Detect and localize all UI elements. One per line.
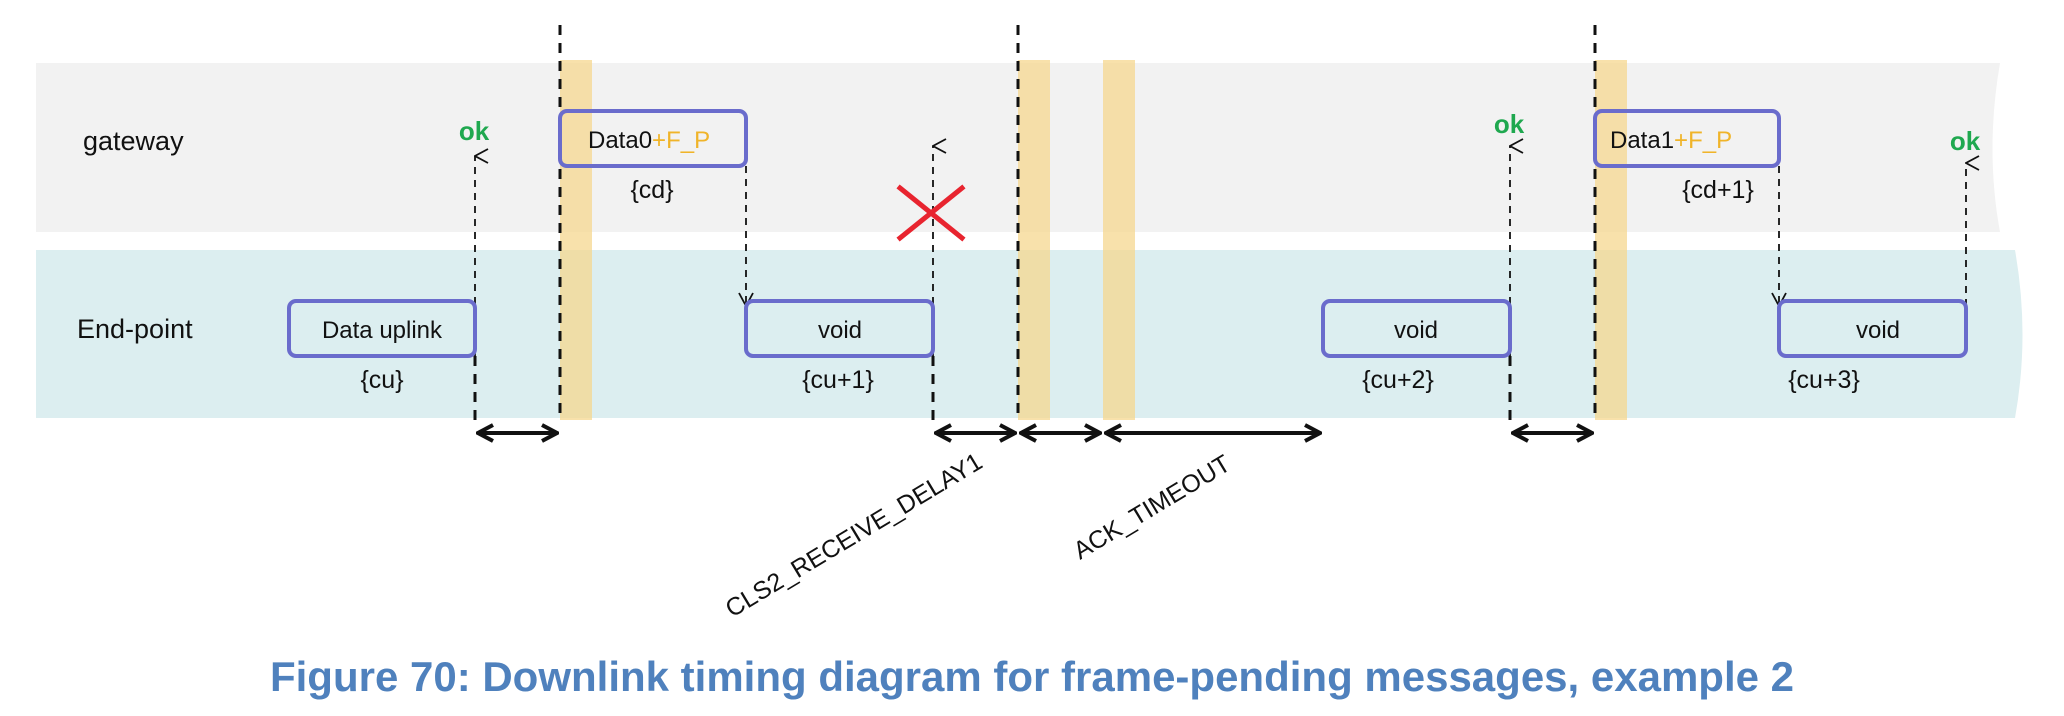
highlight-bar <box>1103 60 1135 420</box>
endpoint-message-counter: {cu} <box>360 366 403 394</box>
endpoint-message-counter: {cu+2} <box>1362 366 1434 394</box>
message-arrows <box>475 146 1966 356</box>
gateway-message-box <box>558 109 748 168</box>
gateway-message-box <box>1593 109 1781 168</box>
gateway-message-counter: {cd+1} <box>1682 176 1754 204</box>
endpoint-message-box <box>744 299 935 358</box>
figure-caption: Figure 70: Downlink timing diagram for f… <box>270 653 1794 700</box>
highlight-bar <box>1595 60 1627 420</box>
endpoint-message-label: void <box>818 317 862 344</box>
ok-label: ok <box>1494 109 1525 139</box>
endpoint-message-box <box>287 299 477 358</box>
lost-frame-cross-icon <box>896 184 966 242</box>
endpoint-message-counter: {cu+1} <box>802 366 874 394</box>
highlight-bars <box>560 60 1627 420</box>
endpoint-message-counter: {cu+3} <box>1788 366 1860 394</box>
window-separators <box>558 25 1597 420</box>
endpoint-message-box <box>1321 299 1512 358</box>
gateway-message-label: Data0+F_P <box>588 127 710 154</box>
endpoint-message-label: Data uplink <box>322 317 443 344</box>
gateway-lane-label: gateway <box>83 126 184 156</box>
highlight-bar <box>1018 60 1050 420</box>
highlight-bar <box>560 60 592 420</box>
endpoint-message-box <box>1777 299 1968 358</box>
gateway-message-counter: {cd} <box>630 176 673 204</box>
ack-timeout-label: ACK_TIMEOUT <box>1069 450 1236 566</box>
endpoint-message-label: void <box>1856 317 1900 344</box>
endpoint-lane-label: End-point <box>77 314 193 344</box>
endpoint-message-label: void <box>1394 317 1438 344</box>
gateway-message-label: Data1+F_P <box>1610 127 1732 154</box>
ok-label: ok <box>459 116 490 146</box>
ok-label: ok <box>1950 126 1981 156</box>
receive-delay-label: CLS2_RECEIVE_DELAY1 <box>721 448 988 623</box>
